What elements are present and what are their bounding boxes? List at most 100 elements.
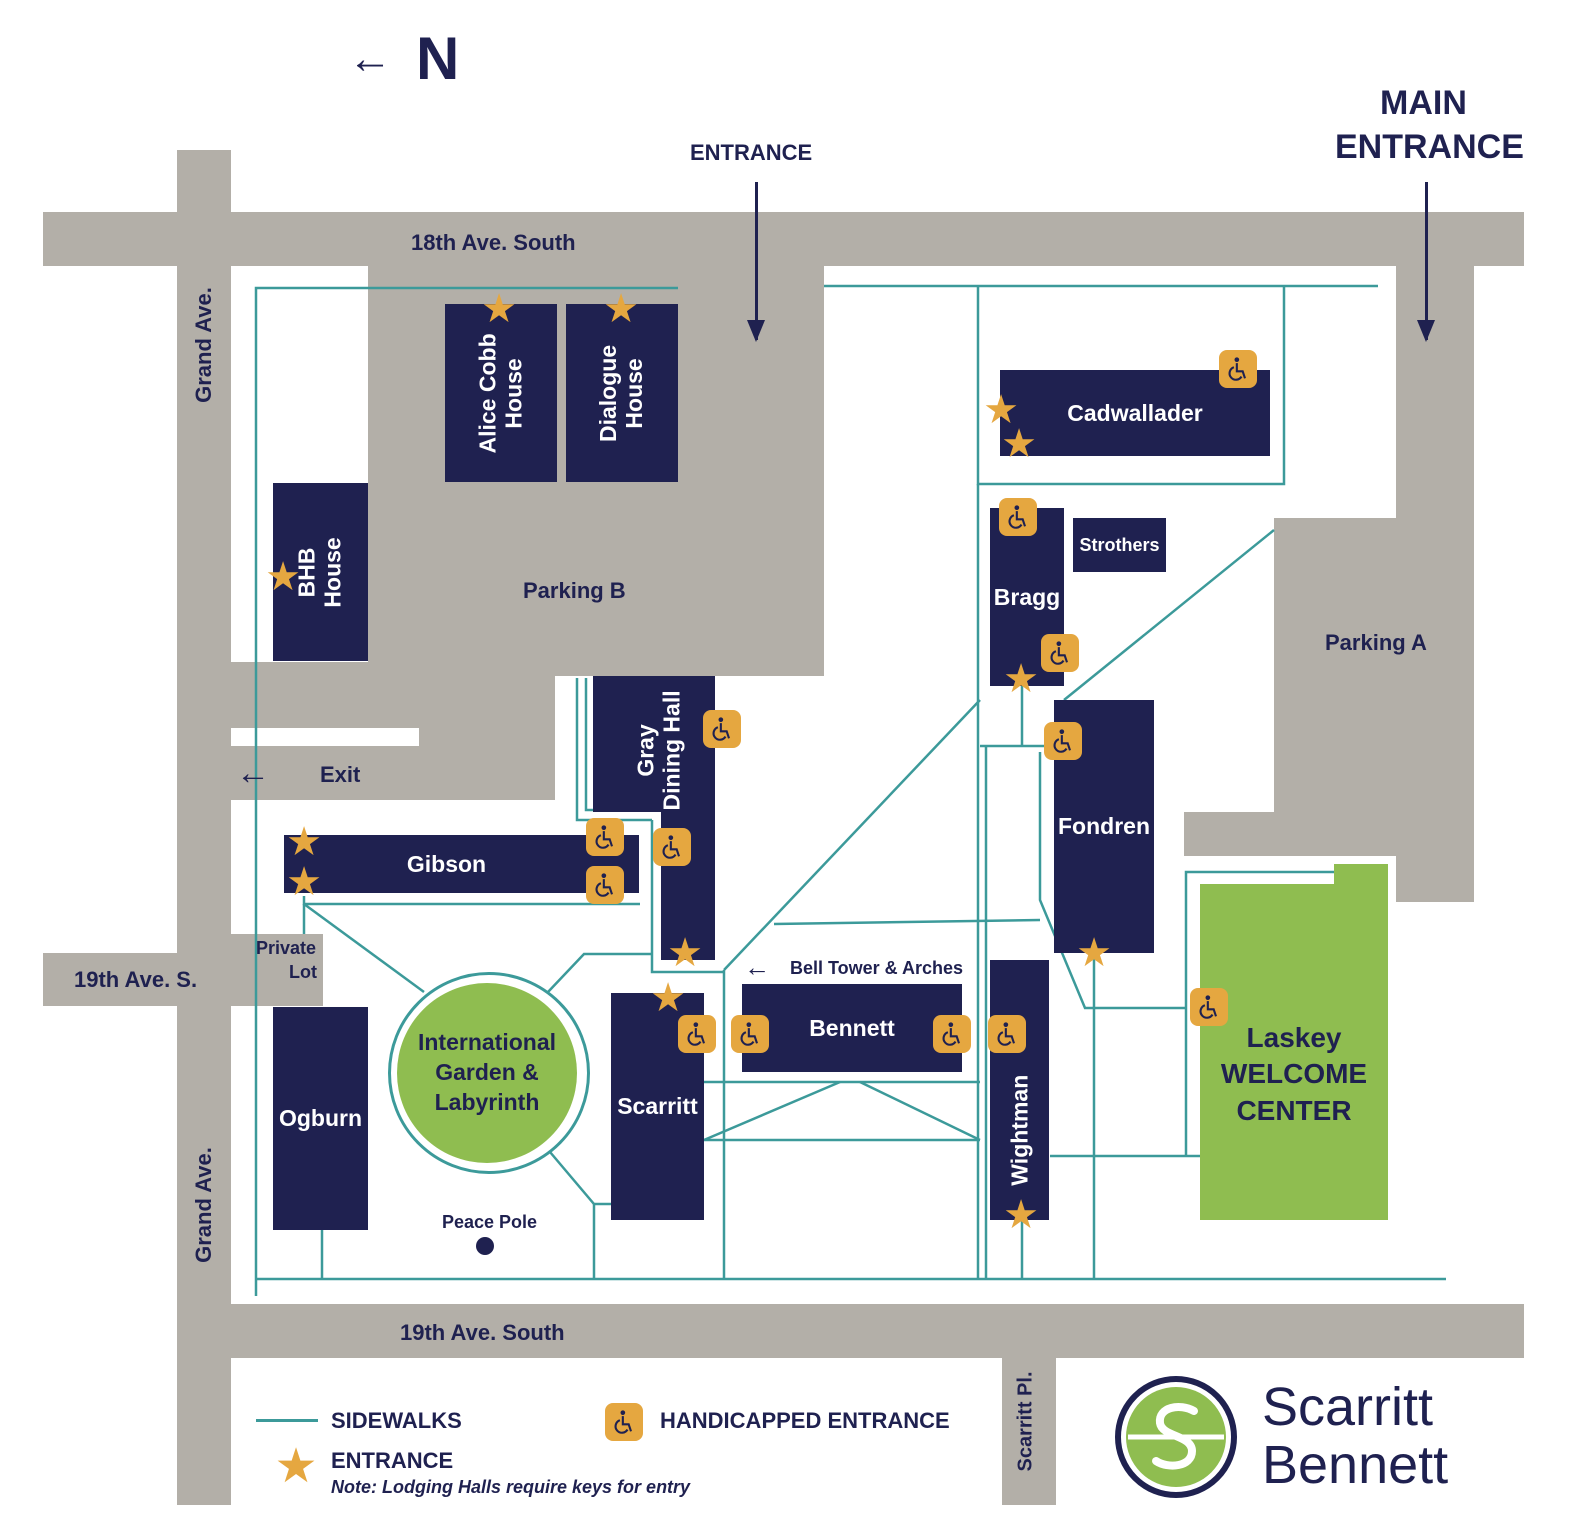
private-lot-label-1: Private bbox=[256, 938, 317, 958]
parking-b-label: Parking B bbox=[523, 578, 626, 603]
entrance-star-icon: ★ bbox=[1076, 931, 1112, 975]
main-entrance-label-2: ENTRANCE bbox=[1335, 128, 1524, 166]
road-scarritt-pl bbox=[1002, 1358, 1056, 1505]
ogburn-label: Ogburn bbox=[278, 1105, 363, 1131]
handicapped-icon bbox=[1219, 350, 1257, 388]
scarritt-label: Scarritt bbox=[617, 1093, 698, 1119]
gibson-label: Gibson bbox=[406, 850, 487, 877]
exit-label: Exit bbox=[320, 762, 361, 787]
entrance-star-icon: ★ bbox=[286, 820, 322, 864]
alice-cobb-label-2: House bbox=[501, 357, 527, 429]
road-18th-ave-south bbox=[43, 212, 1524, 266]
entrance-label: ENTRANCE bbox=[690, 140, 813, 165]
road-label-grand-ave-bottom: Grand Ave. bbox=[190, 1147, 216, 1263]
international-garden-labyrinth[interactable]: International Garden & Labyrinth bbox=[397, 983, 577, 1163]
scarritt-bennett-logo-icon bbox=[1114, 1375, 1238, 1499]
dialogue-label-1: Dialogue bbox=[595, 344, 622, 442]
road-label-grand-ave-top: Grand Ave. bbox=[190, 287, 216, 403]
laskey-welcome-center[interactable]: Laskey WELCOME CENTER bbox=[1200, 884, 1388, 1220]
handicapped-icon bbox=[703, 710, 741, 748]
road-19th-ave-s-west bbox=[43, 953, 177, 1006]
bennett-label: Bennett bbox=[809, 1014, 895, 1041]
parking-b-upper bbox=[678, 266, 824, 482]
handicapped-icon bbox=[1190, 988, 1228, 1026]
dialogue-label-2: House bbox=[622, 357, 648, 429]
entrance-star-icon: ★ bbox=[1003, 1193, 1039, 1237]
logo-line-2: Bennett bbox=[1262, 1435, 1449, 1495]
handicapped-icon bbox=[999, 498, 1037, 536]
laskey-label-3: CENTER bbox=[1236, 1094, 1352, 1126]
private-lot bbox=[231, 934, 323, 1006]
entrance-star-icon: ★ bbox=[603, 287, 639, 331]
bell-tower-arrow-icon: ← bbox=[744, 952, 770, 982]
parking-b-connector bbox=[419, 676, 555, 800]
parking-a-spur bbox=[1184, 812, 1474, 856]
laskey-tab bbox=[1334, 864, 1388, 884]
bell-tower-label: Bell Tower & Arches bbox=[790, 958, 964, 978]
garden-label-1: International bbox=[417, 1029, 556, 1056]
fondren-label: Fondren bbox=[1058, 813, 1150, 839]
gray-dining-hall[interactable] bbox=[593, 676, 715, 812]
entrance-star-icon: ★ bbox=[1003, 657, 1039, 701]
handicapped-icon bbox=[1044, 722, 1082, 760]
entrance-arrow-icon bbox=[747, 182, 765, 342]
peace-pole-icon bbox=[476, 1237, 494, 1255]
gibson[interactable]: Gibson bbox=[284, 835, 639, 893]
gray-label-1: Gray bbox=[632, 723, 659, 777]
parking-a-drive bbox=[1396, 266, 1474, 902]
gray-label-2: Dining Hall bbox=[659, 689, 685, 811]
handicapped-icon bbox=[586, 866, 624, 904]
bennett[interactable]: Bennett bbox=[742, 984, 962, 1072]
cadwallader-label: Cadwallader bbox=[1067, 399, 1203, 426]
handicapped-icon bbox=[988, 1015, 1026, 1053]
strothers[interactable]: Strothers bbox=[1073, 518, 1166, 572]
handicapped-icon bbox=[731, 1015, 769, 1053]
cadwallader[interactable]: Cadwallader bbox=[1000, 370, 1270, 456]
legend-entrance-label: ENTRANCE bbox=[331, 1448, 454, 1473]
alice-cobb-label-1: Alice Cobb bbox=[474, 332, 501, 454]
ogburn[interactable]: Ogburn bbox=[273, 1007, 368, 1230]
compass-north: N bbox=[416, 25, 460, 92]
legend-sidewalks-label: SIDEWALKS bbox=[331, 1408, 462, 1433]
road-19th-ave-south bbox=[231, 1304, 1524, 1358]
handicapped-icon bbox=[678, 1015, 716, 1053]
wightman[interactable]: Wightman bbox=[990, 960, 1049, 1220]
handicapped-icon bbox=[653, 828, 691, 866]
garden-label-2: Garden & bbox=[435, 1059, 539, 1086]
handicapped-icon bbox=[1041, 634, 1079, 672]
bragg-label: Bragg bbox=[993, 583, 1061, 610]
exit-arrow-icon: ← bbox=[236, 754, 270, 792]
entrance-star-icon: ★ bbox=[481, 287, 517, 331]
legend-handicapped-icon bbox=[605, 1403, 643, 1441]
entrance-star-icon: ★ bbox=[286, 860, 322, 904]
entrance-star-icon: ★ bbox=[1001, 422, 1037, 466]
garden-label-3: Labyrinth bbox=[434, 1088, 540, 1115]
legend-handicapped-label: HANDICAPPED ENTRANCE bbox=[660, 1408, 950, 1433]
wightman-label: Wightman bbox=[1006, 1074, 1033, 1186]
peace-pole-label: Peace Pole bbox=[442, 1212, 538, 1232]
strothers-label: Strothers bbox=[1079, 534, 1160, 555]
entrance-star-icon: ★ bbox=[667, 931, 703, 975]
parking-a-label: Parking A bbox=[1325, 630, 1427, 655]
road-label-19th-ave-s: 19th Ave. S. bbox=[74, 967, 198, 992]
handicapped-icon bbox=[586, 818, 624, 856]
legend-sidewalk-line bbox=[256, 1419, 318, 1422]
laskey-label-2: WELCOME bbox=[1220, 1058, 1368, 1090]
main-entrance-label-1: MAIN bbox=[1380, 84, 1467, 122]
road-label-scarritt-pl: Scarritt Pl. bbox=[1014, 1371, 1037, 1472]
handicapped-icon bbox=[933, 1015, 971, 1053]
road-grand-ave bbox=[177, 150, 231, 1505]
bhb-label-2: House bbox=[320, 536, 347, 608]
legend-star-icon: ★ bbox=[274, 1440, 318, 1493]
entrance-star-icon: ★ bbox=[650, 976, 686, 1020]
entrance-star-icon: ★ bbox=[265, 555, 301, 599]
road-label-19th-ave-south: 19th Ave. South bbox=[400, 1320, 565, 1345]
private-lot-label-2: Lot bbox=[289, 962, 317, 982]
main-entrance-arrow-icon bbox=[1417, 182, 1435, 342]
entrance-star-icon: ★ bbox=[983, 388, 1019, 432]
